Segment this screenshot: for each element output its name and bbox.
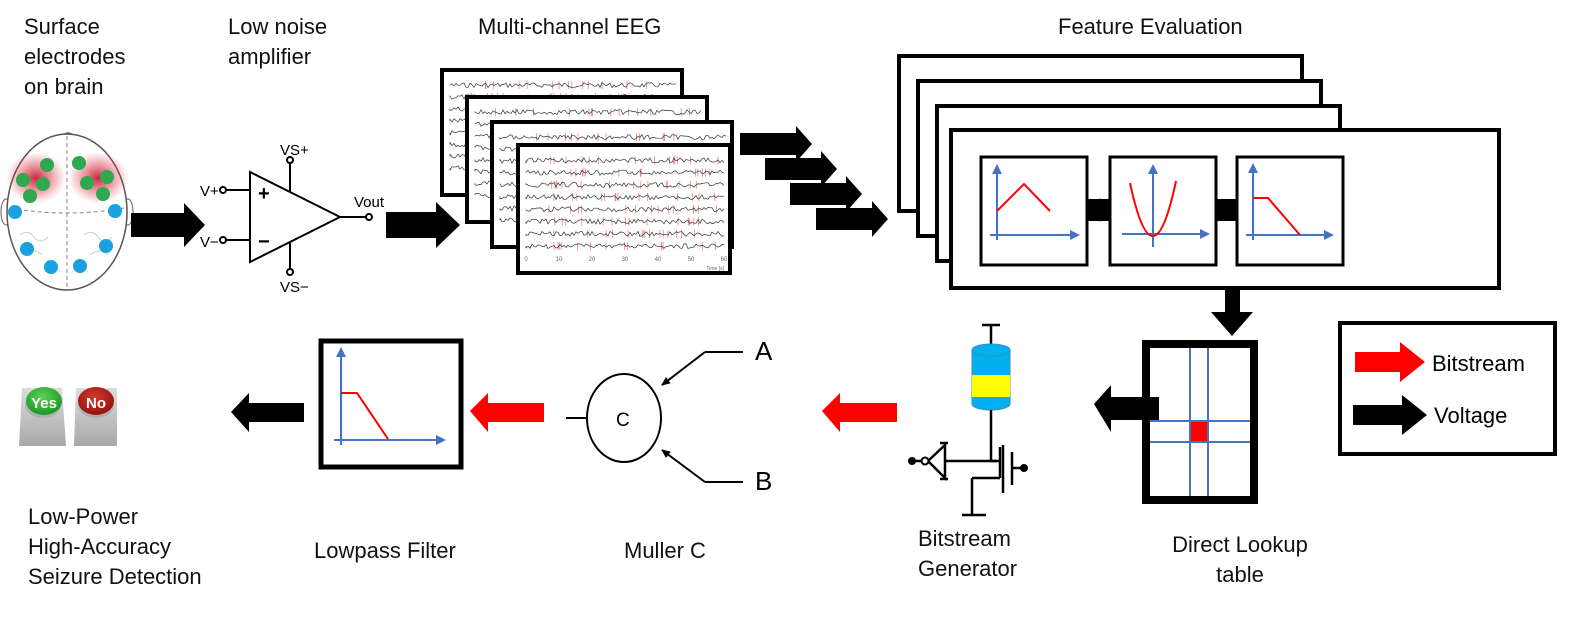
lookup-table-label: Direct Lookup table [1172,532,1308,587]
green-electrodes [16,156,114,203]
eeg-x-tick: 50 [688,257,695,263]
eeg-channel-trace [449,82,677,89]
voltage-arrow-cascade-3 [790,176,862,212]
legend-bitstream-arrow [1355,342,1425,382]
eeg-channel-trace [525,181,725,188]
op-amp-minus: − [258,231,270,253]
eeg-channel-trace [525,169,725,176]
voltage-arrow-4 [231,393,304,432]
voltage-arrow-cascade-1 [740,126,812,162]
yes-button-icon [19,387,66,446]
eeg-channel-trace [525,243,725,250]
no-button-label: No [86,395,106,412]
eeg-channel-trace [525,206,725,213]
no-button-icon [74,387,117,446]
eeg-x-tick: 40 [655,257,662,263]
bitstream-arrow-1 [822,393,897,432]
lookup-table-icon [1142,340,1258,504]
bitstream-arrow-2 [470,393,544,432]
voltage-arrow-2 [386,202,460,248]
cascade-arrows [740,126,888,237]
gate-node [1020,464,1028,472]
muller-input-a: A [755,336,773,366]
legend-voltage-label: Voltage [1434,403,1507,428]
op-amp-icon [219,156,373,276]
eeg-channel-trace [525,157,725,165]
amplifier-label: Low noise amplifier [228,14,328,69]
lowpass-filter-icon [318,338,464,470]
eeg-channel-trace [474,108,702,116]
feature-box-parabola [1108,155,1218,267]
bitstream-generator-icon [913,323,1022,517]
muller-input-b: B [755,466,772,496]
v-plus-label: V+ [200,183,219,200]
vs-minus-label: VS− [280,279,309,296]
muller-c-gate-icon [566,351,743,483]
v-minus-label: V− [200,234,219,251]
eeg-channel-trace [525,193,725,201]
eeg-x-tick: 60 [721,257,728,263]
feature-evaluation-label: Feature Evaluation [1058,14,1243,39]
eeg-label: Multi-channel EEG [478,14,662,39]
legend-voltage-arrow [1353,395,1427,435]
voltage-arrow-1 [131,203,205,247]
eeg-channel-trace [525,230,725,237]
eeg-x-label: Time [s] [706,266,724,272]
muller-c-symbol: C [616,410,630,431]
electrodes-label: Surface electrodes on brain [24,14,126,99]
legend-bitstream-label: Bitstream [1432,351,1525,376]
inverter-bubble [920,456,930,466]
op-amp-plus: + [258,183,270,205]
voltage-arrow-down [1211,290,1253,336]
blue-electrodes [8,204,122,274]
feature-box-lowpass [1235,155,1345,267]
lowpass-filter-label: Lowpass Filter [314,538,456,563]
bitstream-generator-label: Bitstream Generator [918,526,1018,581]
yes-button-label: Yes [31,395,57,412]
feature-box-triangle [979,155,1089,267]
voltage-arrow-cascade-4 [816,201,888,237]
v-out-label: Vout [354,194,385,211]
eeg-channel-trace [499,133,727,141]
eeg-x-tick: 20 [589,257,596,263]
detection-label: Low-Power High-Accuracy Seizure Detectio… [28,504,202,589]
eeg-x-tick: 0 [524,257,528,263]
eeg-channel-trace [525,218,725,225]
eeg-x-tick: 30 [622,257,629,263]
vs-plus-label: VS+ [280,142,309,159]
lookup-selected-cell [1191,422,1207,441]
voltage-arrow-cascade-2 [765,151,837,187]
muller-c-label: Muller C [624,538,706,563]
eeg-x-tick: 10 [556,257,563,263]
brain-electrode-icon [0,132,134,291]
voltage-arrow-3 [1094,385,1159,432]
input-node [908,457,916,465]
legend: Bitstream Voltage [1338,321,1557,456]
